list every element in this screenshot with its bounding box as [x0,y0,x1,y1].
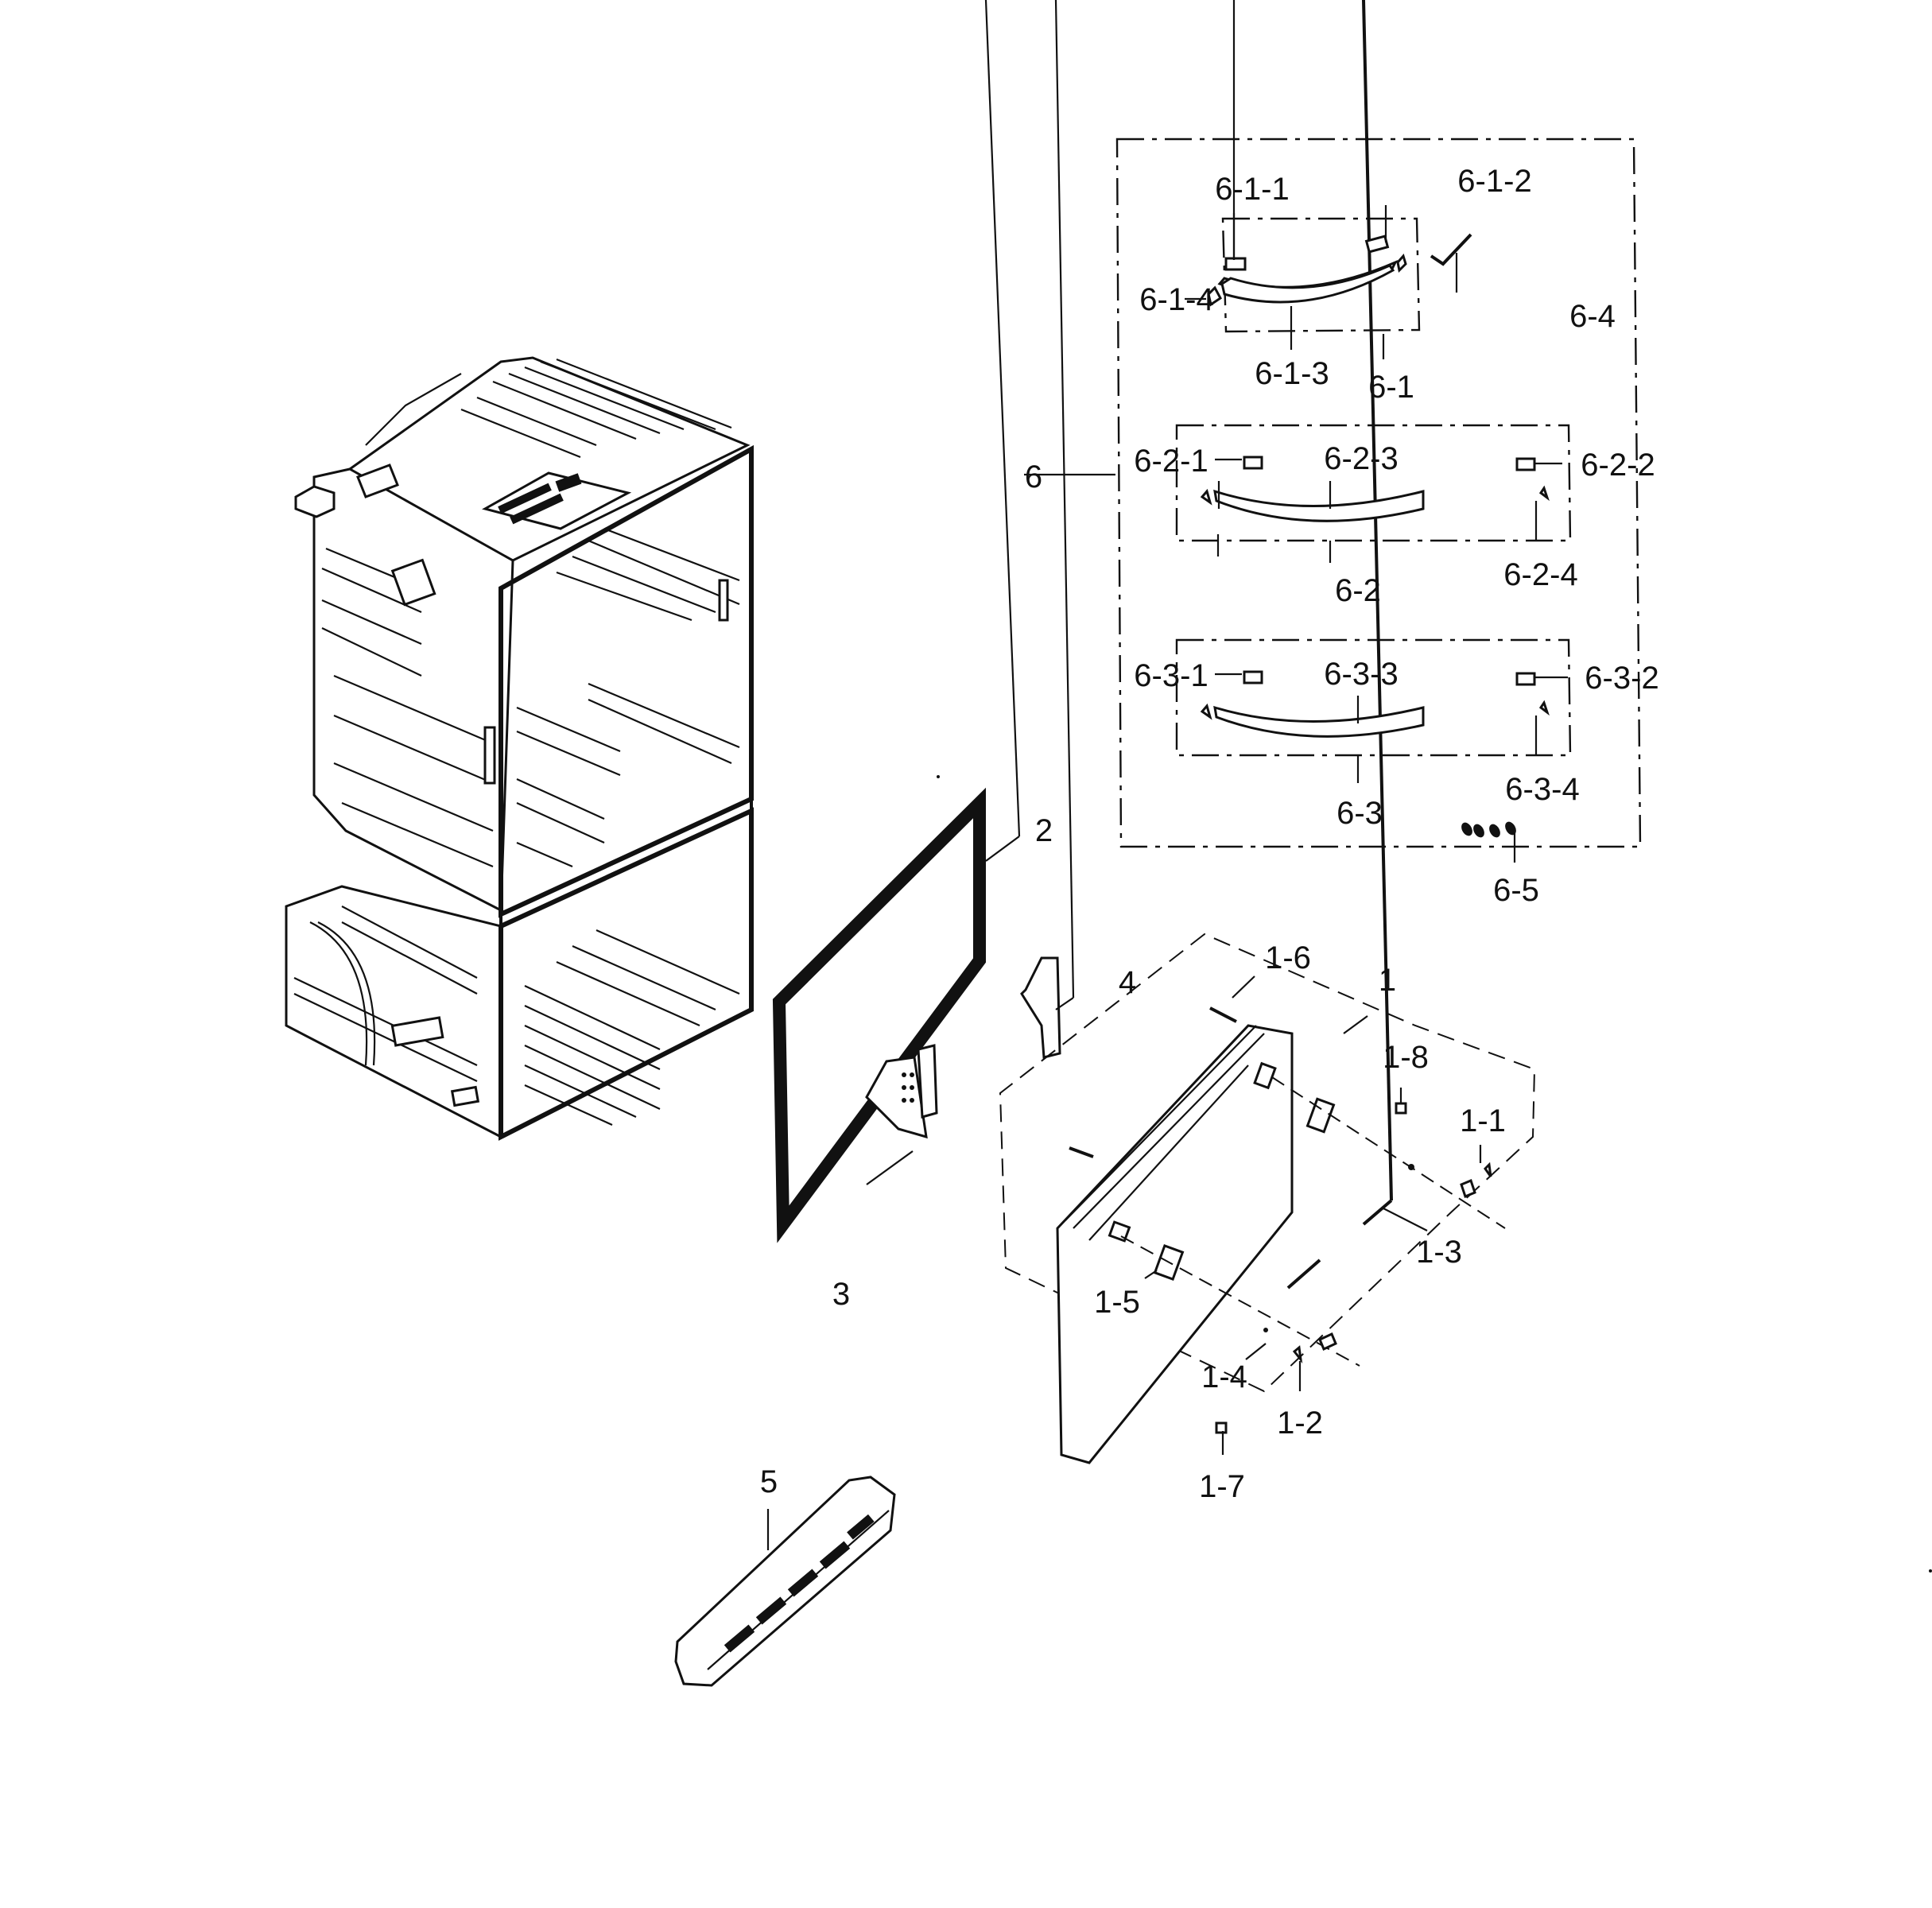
part-2-door-gasket [772,0,1021,1243]
label-1-1: 1-1 [1460,1103,1506,1138]
label-3: 3 [832,1277,851,1312]
label-6-2: 6-2 [1335,573,1381,608]
label-1-6: 1-6 [1265,940,1311,975]
label-1-2: 1-2 [1277,1406,1323,1441]
part-6-2-handle-assembly [1175,424,1572,542]
part-4-bracket [1020,0,1075,1059]
part-6-group-boundary [1024,138,1642,848]
label-6: 6 [1024,460,1043,494]
part-6-2-leader-lines [1215,458,1562,563]
label-6-3-1: 6-3-1 [1134,658,1208,693]
part-3-hinge-bracket [865,1044,938,1185]
label-6-1-4: 6-1-4 [1139,282,1214,317]
label-1: 1 [1378,963,1397,998]
label-6-4: 6-4 [1569,299,1616,334]
label-6-2-4: 6-2-4 [1503,557,1578,592]
label-1-7: 1-7 [1199,1469,1245,1504]
label-6-3-3: 6-3-3 [1324,657,1399,692]
label-6-3-4: 6-3-4 [1505,772,1580,807]
label-1-4: 1-4 [1201,1359,1247,1394]
label-4: 4 [1118,965,1137,1000]
label-2: 2 [1034,813,1053,848]
part-6-3-handle-assembly [1175,638,1572,757]
label-6-1: 6-1 [1368,370,1414,405]
label-6-2-2: 6-2-2 [1581,448,1655,483]
label-6-1-2: 6-1-2 [1457,164,1532,199]
label-6-1-3: 6-1-3 [1255,356,1329,391]
part-6-1-leader-lines [1185,0,1458,359]
label-1-3: 1-3 [1416,1235,1462,1270]
label-6-3-2: 6-3-2 [1585,661,1659,696]
part-6-3-leader-lines [1215,673,1568,783]
part-6-1-handle-assembly [1207,217,1472,333]
label-6-2-1: 6-2-1 [1134,444,1208,479]
part-6-5-screws [1461,821,1516,863]
refrigerator-cabinet [285,356,754,1141]
part-1-drawer-panel [1056,0,1506,1464]
label-6-1-1: 6-1-1 [1215,172,1290,207]
part-1-leader-lines [1144,975,1482,1455]
label-6-2-3: 6-2-3 [1324,441,1399,476]
label-1-5: 1-5 [1094,1285,1140,1320]
label-1-8: 1-8 [1383,1040,1429,1075]
label-6-5: 6-5 [1493,873,1539,908]
label-5: 5 [759,1464,778,1499]
part-1-group-boundary [999,933,1536,1393]
label-6-3: 6-3 [1336,796,1383,831]
part-5-freezer-bin [674,1476,896,1687]
